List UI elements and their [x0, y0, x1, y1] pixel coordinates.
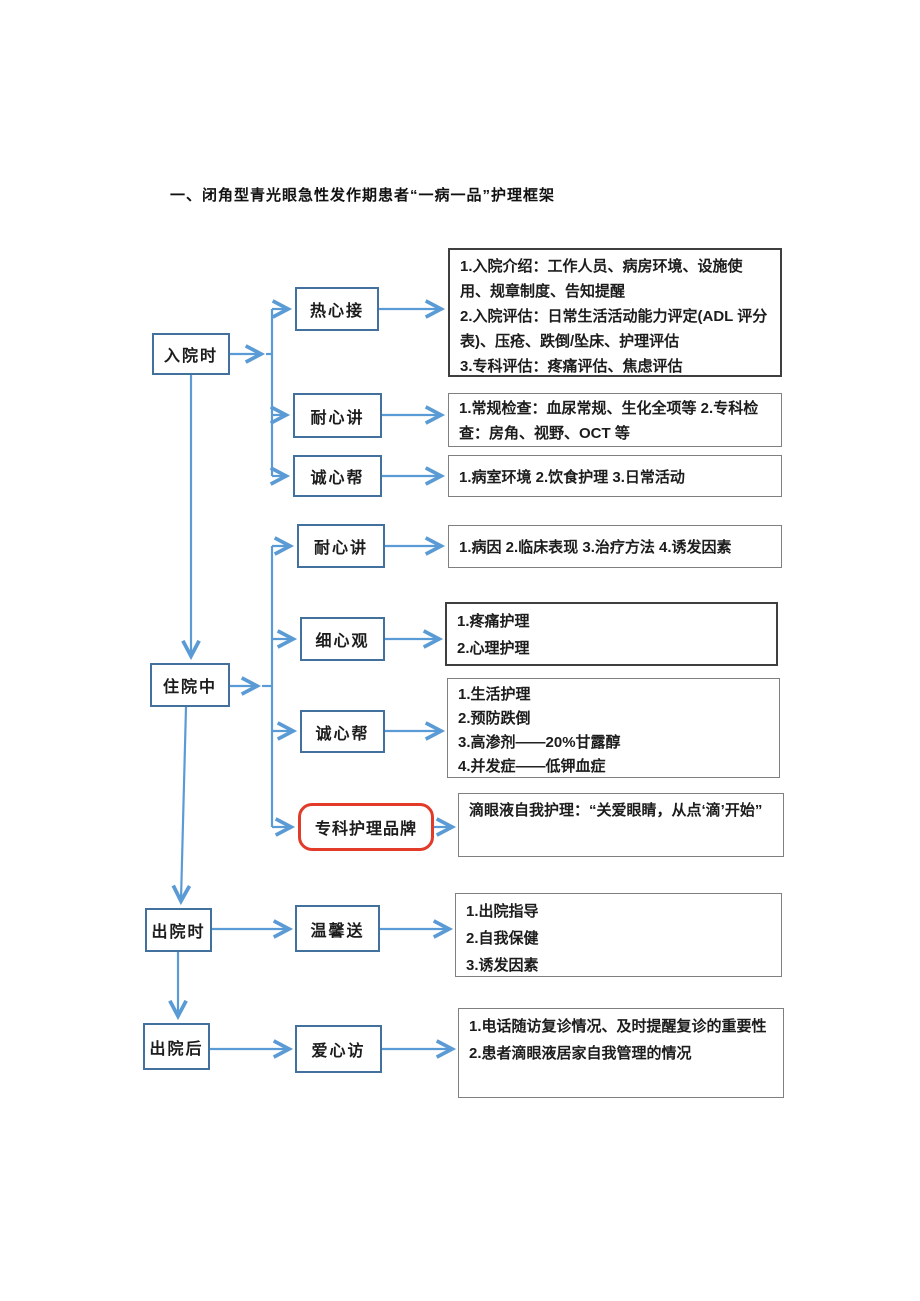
action-label: 耐心讲 — [313, 540, 368, 557]
action-box-warm-sendoff: 温馨送 — [295, 905, 380, 952]
stage-label: 住院中 — [162, 679, 217, 696]
detail-box-followup: 1.电话随访复诊情况、及时提醒复诊的重要性 2.患者滴眼液居家自我管理的情况 — [458, 1008, 784, 1098]
action-box-careful-observe: 细心观 — [300, 617, 385, 661]
action-label: 专科护理品牌 — [314, 821, 417, 838]
action-box-caring-visit: 爱心访 — [295, 1025, 382, 1073]
action-box-warm-welcome: 热心接 — [295, 287, 379, 331]
action-box-patient-explain-2: 耐心讲 — [297, 524, 385, 568]
page-title: 一、闭角型青光眼急性发作期患者“一病一品”护理框架 — [170, 187, 556, 204]
stage-box-in-hospital: 住院中 — [150, 663, 230, 707]
detail-box-disease-education: 1.病因 2.临床表现 3.治疗方法 4.诱发因素 — [448, 525, 782, 568]
stage-box-discharge: 出院时 — [145, 908, 212, 952]
action-label: 温馨送 — [310, 922, 365, 940]
action-box-sincere-help-1: 诚心帮 — [293, 455, 382, 497]
detail-box-ward-care: 1.病室环境 2.饮食护理 3.日常活动 — [448, 455, 782, 497]
stage-box-admission: 入院时 — [152, 333, 230, 375]
action-label: 诚心帮 — [310, 470, 365, 487]
detail-box-pain-psych-care: 1.疼痛护理 2.心理护理 — [445, 602, 778, 666]
stage-label: 入院时 — [163, 348, 218, 365]
action-box-patient-explain-1: 耐心讲 — [293, 393, 382, 438]
detail-box-discharge-guidance: 1.出院指导 2.自我保健 3.诱发因素 — [455, 893, 782, 977]
detail-box-admission-intro: 1.入院介绍：工作人员、病房环境、设施使用、规章制度、告知提醒 2.入院评估：日… — [448, 248, 782, 377]
detail-box-exams: 1.常规检查：血尿常规、生化全项等 2.专科检查：房角、视野、OCT 等 — [448, 393, 782, 447]
action-box-sincere-help-2: 诚心帮 — [300, 710, 385, 753]
stage-label: 出院后 — [149, 1040, 204, 1058]
stage-label: 出院时 — [151, 924, 206, 941]
action-label: 细心观 — [315, 633, 370, 650]
detail-box-eyedrop-self-care: 滴眼液自我护理：“关爱眼睛，从点‘滴’开始” — [458, 793, 784, 857]
detail-box-life-care: 1.生活护理 2.预防跌倒 3.高渗剂——20%甘露醇 4.并发症——低钾血症 — [447, 678, 780, 778]
action-box-specialty-brand: 专科护理品牌 — [298, 803, 434, 851]
action-label: 爱心访 — [311, 1043, 366, 1060]
action-label: 诚心帮 — [315, 725, 370, 743]
stage-box-post-discharge: 出院后 — [143, 1023, 210, 1070]
action-label: 耐心讲 — [310, 409, 365, 427]
action-label: 热心接 — [309, 303, 364, 320]
